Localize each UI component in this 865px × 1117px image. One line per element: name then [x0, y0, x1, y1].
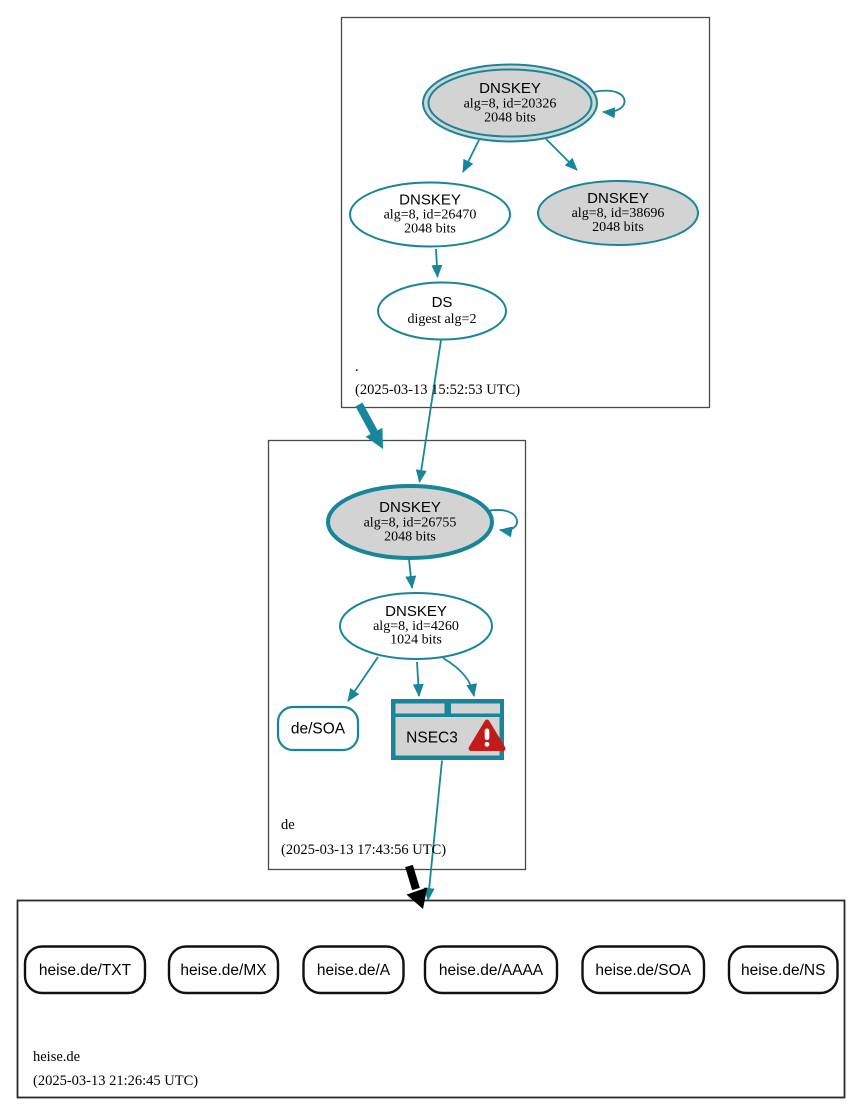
de-zsk-dnskey-node[interactable]: DNSKEY alg=8, id=4260 1024 bits	[339, 592, 493, 660]
node-title: DNSKEY	[379, 499, 441, 516]
node-detail: alg=8, id=26755	[364, 516, 457, 531]
rrset-node-heise-de-mx[interactable]: heise.de/MX	[167, 945, 280, 995]
warning-icon	[468, 719, 506, 751]
rrset-rect	[23, 945, 147, 995]
rrset-label: heise.de/SOA	[595, 962, 691, 979]
rrset-rect	[581, 945, 706, 995]
soa-rect	[276, 705, 360, 752]
root-zone-timestamp: (2025-03-13 15:52:53 UTC)	[355, 382, 520, 398]
edge-nsec3-to-heise-zone	[423, 760, 443, 901]
node-detail: alg=8, id=4260	[373, 619, 459, 634]
rrset-rect	[302, 945, 405, 995]
rrset-label: heise.de/A	[317, 962, 391, 979]
de-zone-label: de	[281, 817, 295, 833]
rrset-node-heise-de-soa[interactable]: heise.de/SOA	[581, 945, 706, 995]
edge-de-ksk-self-loop	[486, 509, 518, 538]
edge-root-ksk-self-loop	[593, 89, 626, 119]
node-title: DNSKEY	[385, 603, 447, 620]
rrset-node-heise-de-a[interactable]: heise.de/A	[302, 945, 405, 995]
de-nsec3-node[interactable]: NSEC3	[391, 699, 506, 760]
node-title: DS	[432, 294, 453, 311]
node-label: NSEC3	[406, 730, 458, 747]
de-soa-node[interactable]: de/SOA	[276, 705, 360, 752]
dnskey-ellipse	[326, 484, 494, 560]
rrset-label: heise.de/AAAA	[439, 962, 544, 979]
de-zone-timestamp: (2025-03-13 17:43:56 UTC)	[281, 842, 446, 858]
root-zsk-dnskey-node[interactable]: DNSKEY alg=8, id=26470 2048 bits	[349, 181, 511, 248]
heise-zone-box	[16, 899, 846, 1099]
root-ds-node[interactable]: DS digest alg=2	[377, 281, 507, 341]
rrset-node-heise-de-txt[interactable]: heise.de/TXT	[23, 945, 147, 995]
edge-root-ksk-to-zsk	[462, 139, 480, 173]
node-detail: alg=8, id=38696	[572, 206, 665, 221]
node-detail: 2048 bits	[484, 111, 536, 126]
dnskey-ellipse	[349, 181, 511, 248]
edge-de-zsk-to-nsec3-left	[412, 661, 424, 697]
rrset-label: heise.de/MX	[180, 962, 267, 979]
dnskey-ellipse	[537, 180, 699, 246]
edge-de-zsk-to-soa	[347, 656, 379, 702]
edge-de-ksk-to-zsk	[405, 558, 417, 589]
nsec3-record-cell	[451, 703, 500, 714]
heise-zone-label: heise.de	[33, 1049, 80, 1065]
dnskey-ellipse-outer	[422, 63, 598, 143]
node-detail: 1024 bits	[390, 633, 442, 648]
node-detail: alg=8, id=20326	[464, 97, 557, 112]
node-title: DNSKEY	[587, 190, 649, 207]
node-detail: digest alg=2	[408, 312, 477, 327]
edge-de-zsk-to-nsec3-right	[442, 657, 478, 697]
dnskey-ellipse	[339, 592, 493, 660]
dnskey-ellipse-inner	[427, 68, 593, 138]
root-ksk-dnskey-node[interactable]: DNSKEY alg=8, id=20326 2048 bits	[422, 63, 598, 143]
delegation-arrow-de-to-heise	[405, 864, 428, 909]
edge-ds-to-de-ksk	[415, 339, 442, 483]
node-detail: 2048 bits	[592, 220, 644, 235]
node-detail: 2048 bits	[384, 530, 436, 545]
rrset-rect	[167, 945, 280, 995]
heise-zone-timestamp: (2025-03-13 21:26:45 UTC)	[33, 1073, 198, 1089]
rrset-label: heise.de/TXT	[39, 962, 132, 979]
rrset-rect	[423, 945, 559, 995]
de-ksk-dnskey-node[interactable]: DNSKEY alg=8, id=26755 2048 bits	[326, 484, 494, 560]
node-title: DNSKEY	[479, 80, 541, 97]
node-title: DNSKEY	[399, 192, 461, 209]
root-zone-label: .	[355, 359, 359, 375]
node-detail: 2048 bits	[404, 222, 456, 237]
root-ksk2-dnskey-node[interactable]: DNSKEY alg=8, id=38696 2048 bits	[537, 180, 699, 246]
nsec3-record-cell	[395, 703, 445, 714]
rrset-node-heise-de-ns[interactable]: heise.de/NS	[727, 945, 839, 995]
edge-root-zsk-to-ds	[431, 248, 443, 278]
edge-root-ksk-to-ksk2	[545, 138, 578, 171]
rrset-rect	[727, 945, 839, 995]
delegation-arrow-root-to-de	[355, 402, 383, 449]
node-label: de/SOA	[291, 721, 346, 738]
node-detail: alg=8, id=26470	[384, 208, 477, 223]
ds-ellipse	[377, 281, 507, 341]
rrset-node-heise-de-aaaa[interactable]: heise.de/AAAA	[423, 945, 559, 995]
rrset-label: heise.de/NS	[741, 962, 825, 979]
